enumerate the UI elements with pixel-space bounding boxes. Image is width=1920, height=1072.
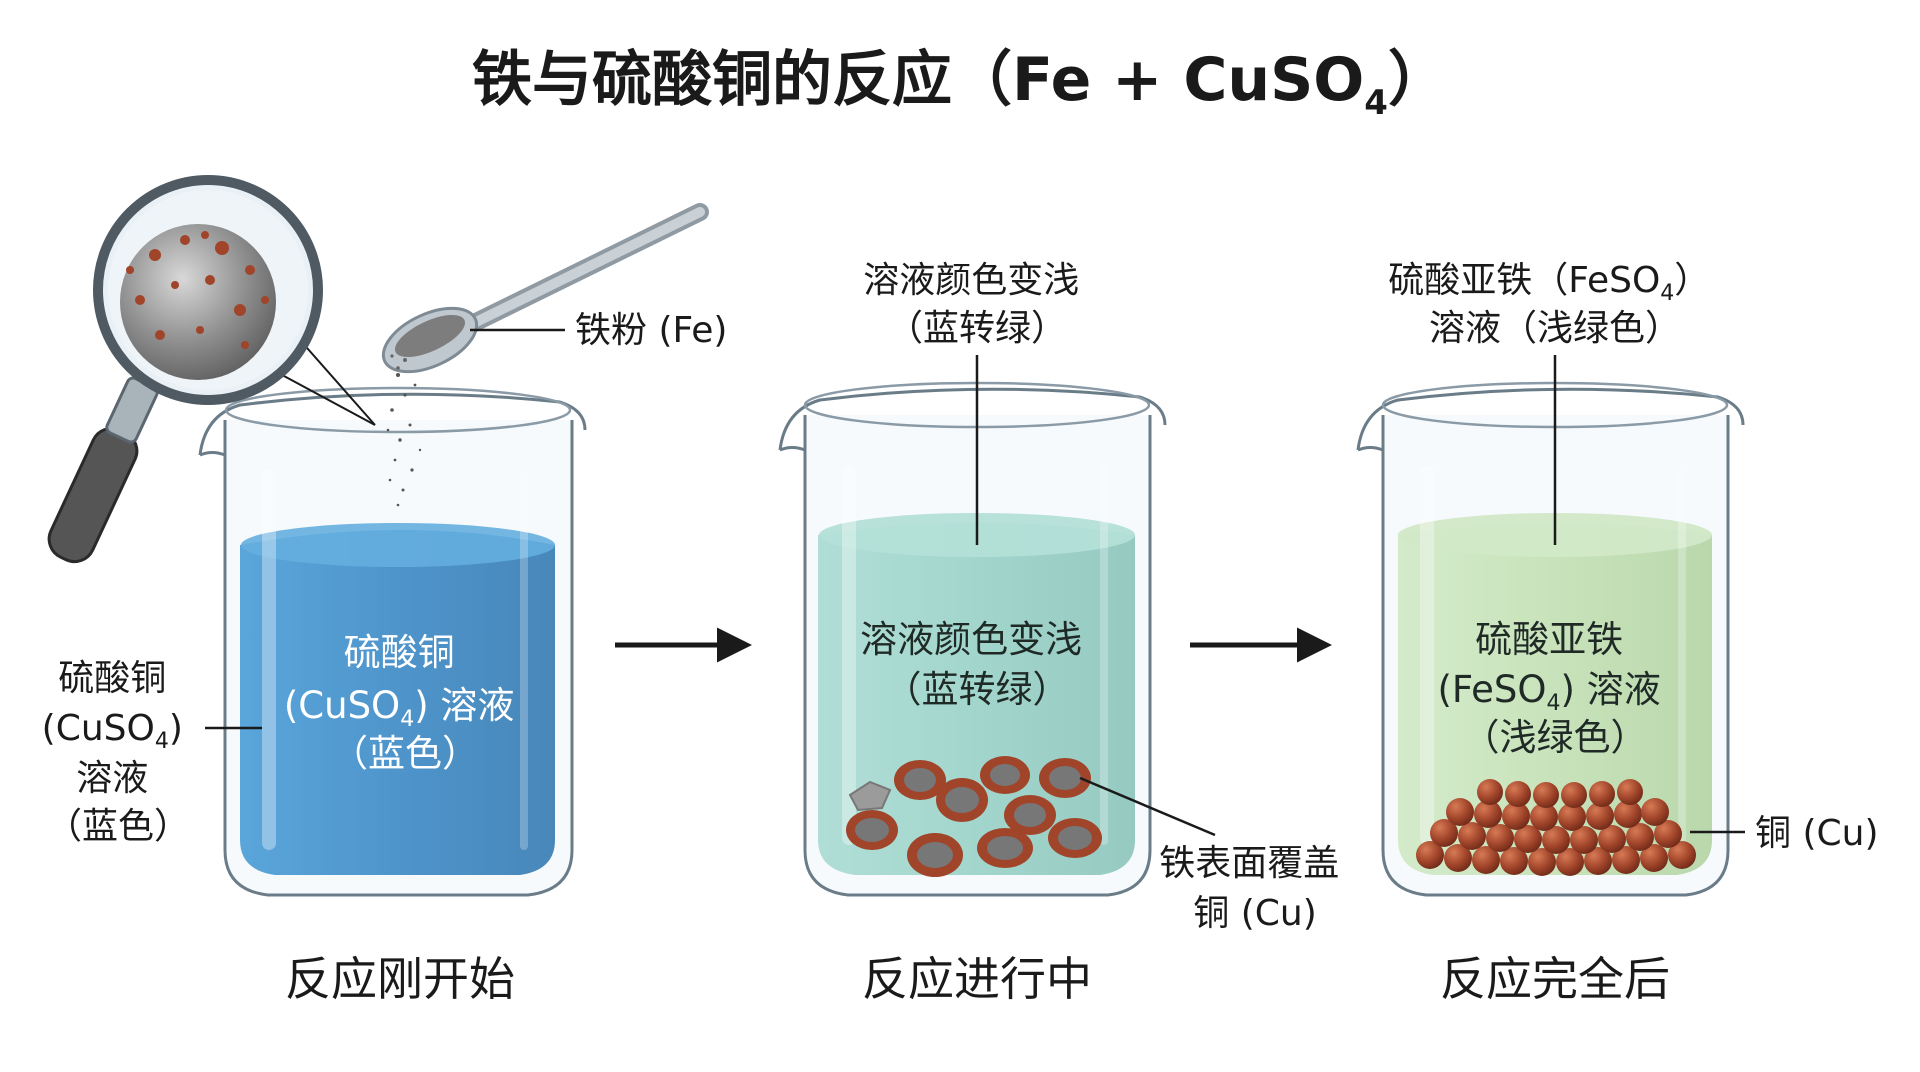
stage-3-top-label: 硫酸亚铁（FeSO4） 溶液（浅绿色） (1388, 260, 1722, 349)
beaker-stage-3: 硫酸亚铁 (FeSO4) 溶液 （浅绿色） (1356, 381, 1745, 897)
stage-1-caption: 反应刚开始 (285, 952, 515, 1006)
iron-powder-label: 铁粉 (Fe) (575, 310, 727, 351)
stage-2-callout: 铁表面覆盖 铜 (Cu) (1159, 843, 1350, 934)
stage-2-callout-leader (1079, 776, 1216, 837)
coated-iron-pieces (846, 756, 1102, 877)
beaker-stage-1: 硫酸铜 (CuSO4) 溶液 （蓝色） (198, 346, 587, 897)
beaker-stage-2: 溶液颜色变浅 （蓝转绿） (778, 381, 1167, 897)
stage-3-inner-label: 硫酸亚铁 (FeSO4) 溶液 （浅绿色） (1437, 618, 1672, 759)
copper-sulfate-liquid (240, 530, 555, 875)
spoon (381, 203, 709, 374)
stage-2-caption: 反应进行中 (862, 952, 1092, 1006)
stage-1-side-label: 硫酸铜 (CuSO4) 溶液 （蓝色） (42, 658, 195, 847)
stage-3-callout: 铜 (Cu) (1755, 813, 1879, 854)
stage-2-top-label: 溶液颜色变浅 （蓝转绿） (863, 260, 1090, 349)
stage-2-inner-label: 溶液颜色变浅 （蓝转绿） (860, 618, 1094, 711)
stage-3-caption: 反应完全后 (1440, 952, 1670, 1006)
magnifying-glass-icon (47, 175, 376, 564)
stage-1-inner-label: 硫酸铜 (CuSO4) 溶液 （蓝色） (284, 631, 526, 775)
copper-deposit (1416, 779, 1696, 876)
page-title: 铁与硫酸铜的反应（Fe + CuSO4） (472, 45, 1448, 123)
